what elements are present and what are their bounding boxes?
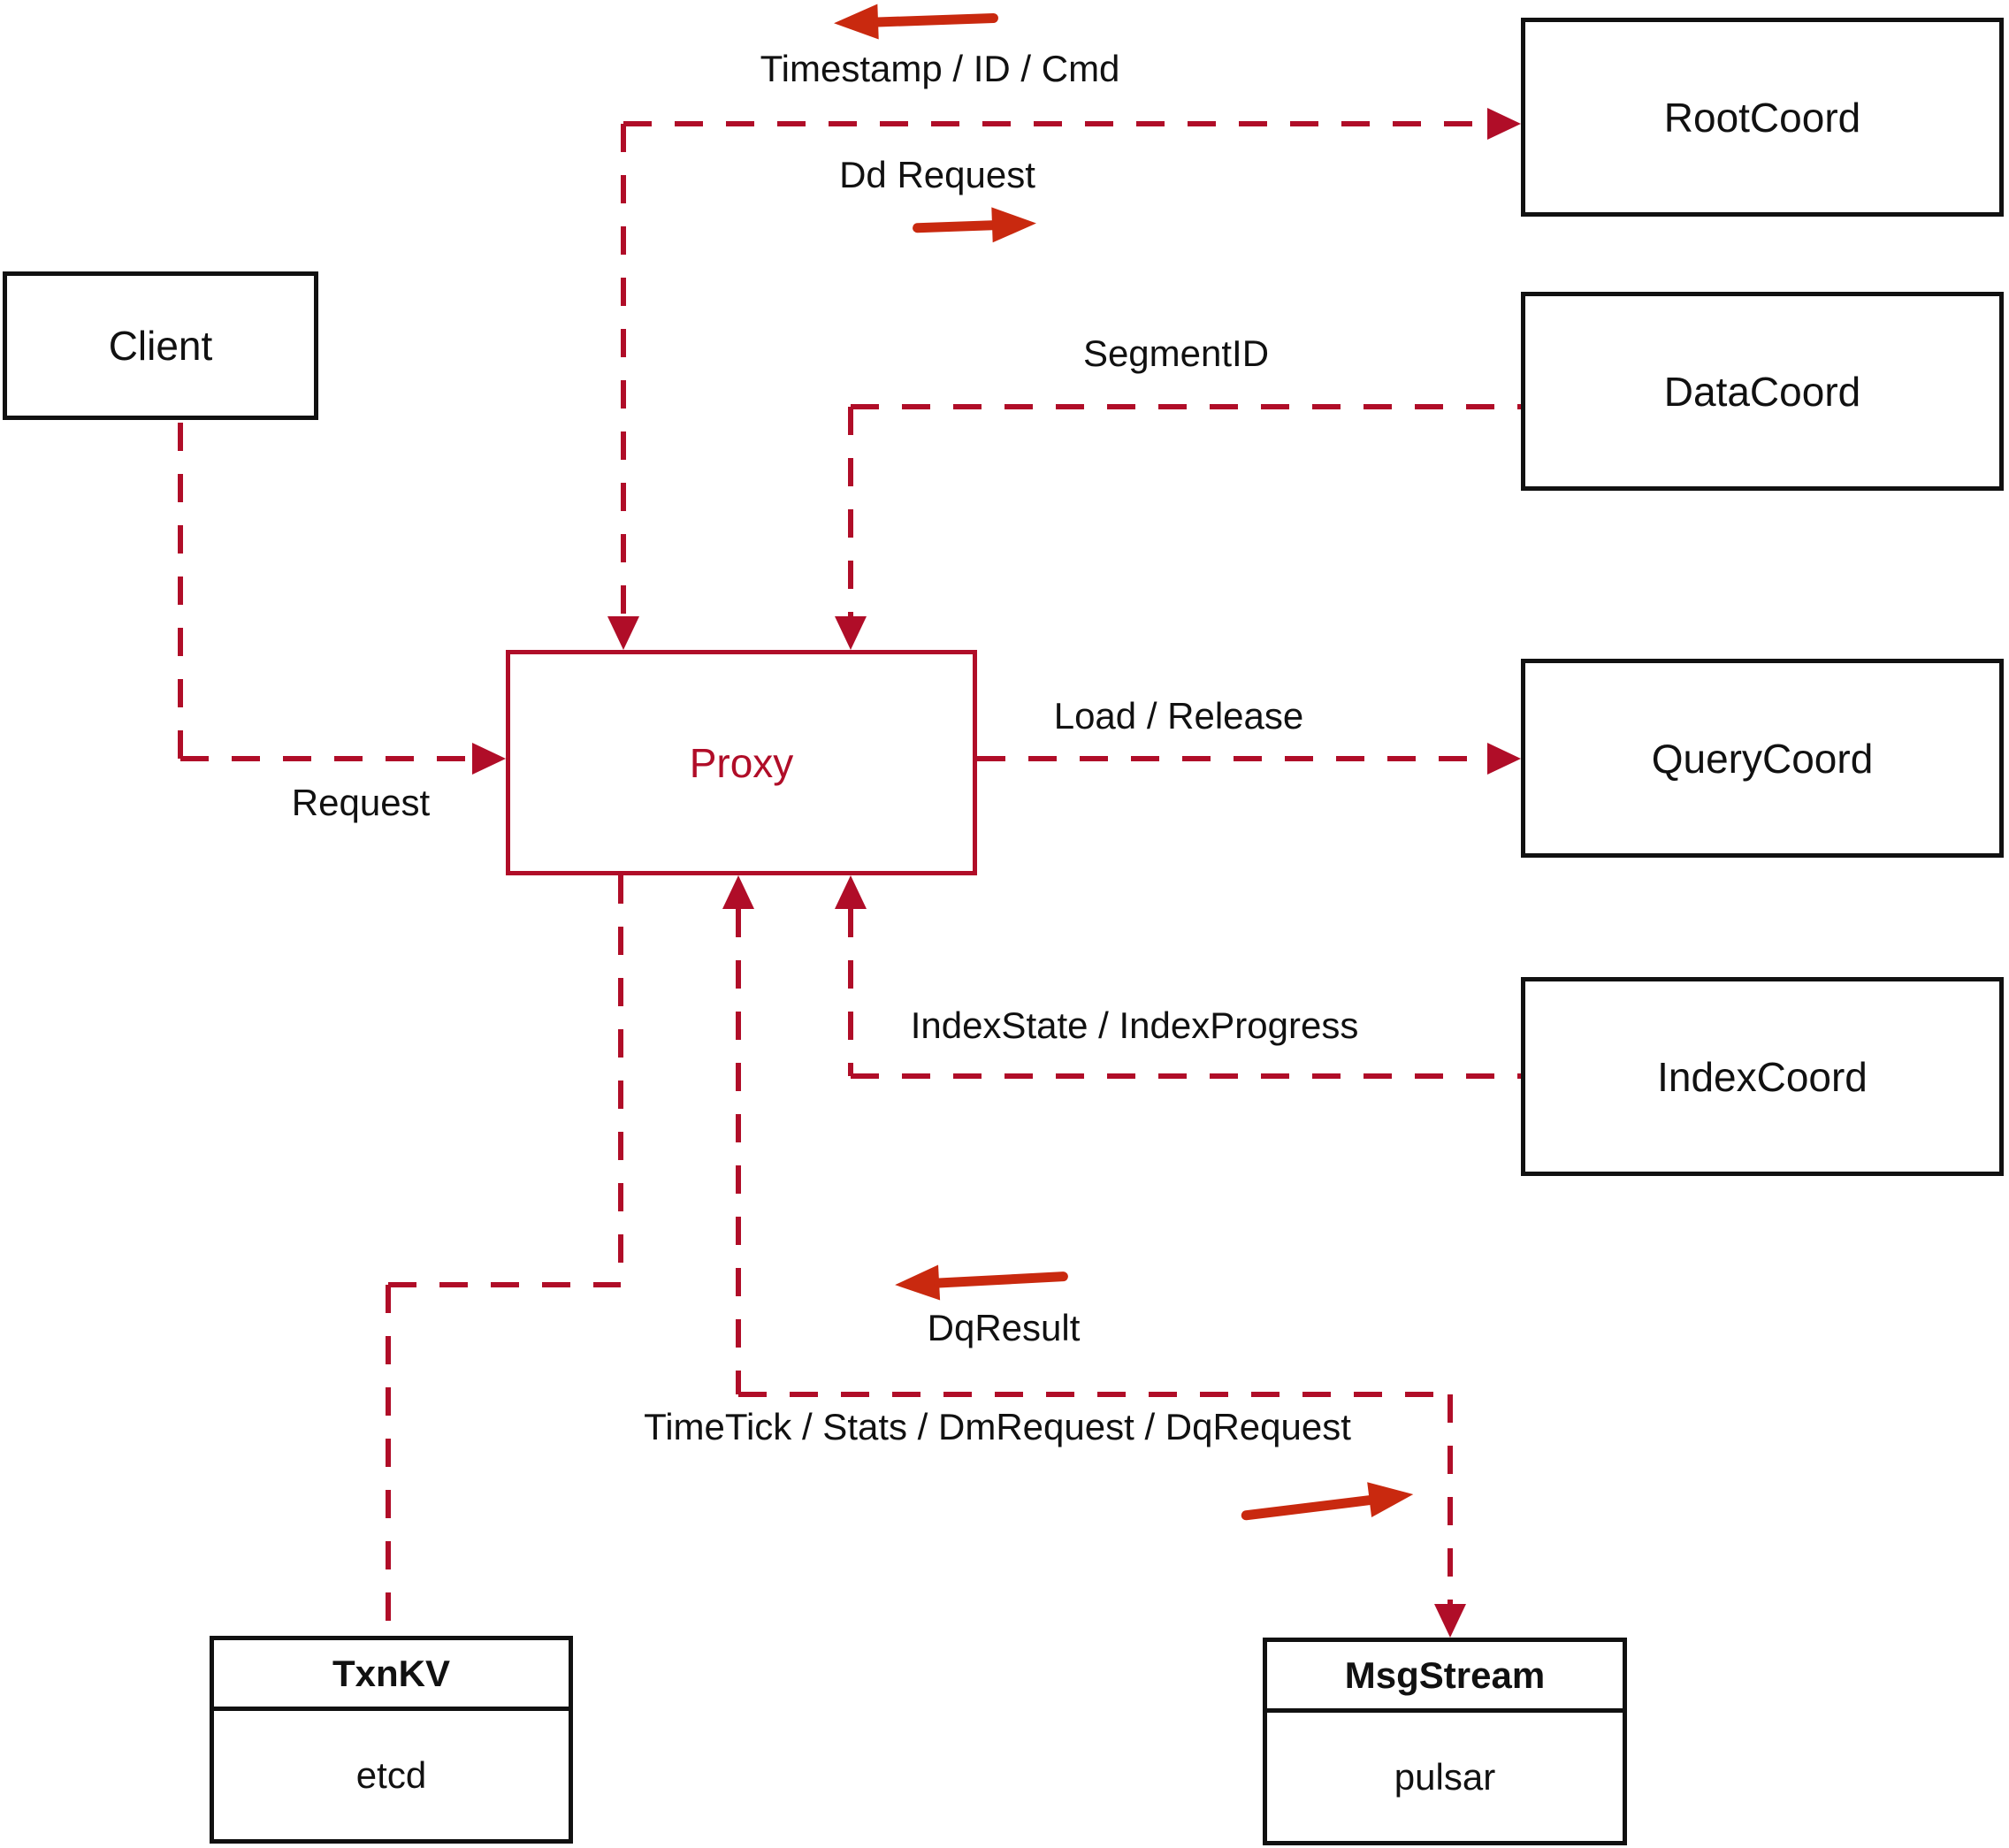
edge-datacoord-proxy-horizontal [851, 404, 1521, 409]
node-proxy: Proxy [506, 650, 977, 875]
txnkv-title: TxnKV [214, 1640, 569, 1711]
edge-label-segment-id: SegmentID [1082, 332, 1270, 374]
edge-indexcoord-proxy-vertical [848, 909, 853, 1076]
edge-datacoord-proxy-vertical [848, 407, 853, 616]
node-proxy-label: Proxy [689, 739, 794, 786]
node-indexcoord: IndexCoord [1521, 977, 2004, 1176]
edge-indexcoord-proxy-horizontal [851, 1073, 1521, 1079]
edge-proxy-txnkv-vertical-upper [618, 875, 623, 1285]
edge-proxy-msgstream-vertical-lower [1448, 1394, 1453, 1604]
edge-proxy-msgstream-horizontal [738, 1392, 1450, 1397]
edge-client-proxy-vertical [178, 423, 183, 759]
edge-label-dd-request: Dd Request [839, 154, 1035, 195]
node-indexcoord-label: IndexCoord [1657, 1053, 1868, 1100]
node-txnkv: TxnKV etcd [210, 1636, 573, 1844]
edge-proxy-txnkv-horizontal [388, 1282, 621, 1287]
node-datacoord-label: DataCoord [1663, 368, 1861, 415]
edge-proxy-txnkv-vertical-lower [386, 1285, 391, 1636]
arrowhead-rootcoord-into-proxy-icon [607, 616, 639, 650]
edge-label-timetick: TimeTick / Stats / DmRequest / DqRequest [644, 1406, 1351, 1447]
msgstream-impl: pulsar [1394, 1755, 1496, 1798]
arrowhead-into-rootcoord-icon [1487, 108, 1521, 140]
node-client: Client [3, 271, 318, 420]
edge-client-proxy-horizontal [180, 756, 474, 761]
edge-label-request: Request [291, 782, 431, 823]
edge-proxy-querycoord [977, 756, 1489, 761]
arrowhead-datacoord-into-proxy-icon [835, 616, 867, 650]
node-querycoord: QueryCoord [1521, 659, 2004, 858]
arrowhead-msgstream-into-proxy-icon [722, 875, 754, 909]
node-msgstream: MsgStream pulsar [1263, 1638, 1627, 1845]
arrowhead-into-msgstream-icon [1434, 1604, 1466, 1638]
arrowhead-client-into-proxy-icon [472, 743, 506, 775]
node-datacoord: DataCoord [1521, 292, 2004, 491]
arrow-right-indicator-dd-request-icon [912, 205, 1037, 246]
arrow-left-indicator-dq-result-icon [894, 1258, 1069, 1303]
edge-label-load-release: Load / Release [1053, 695, 1304, 737]
edge-proxy-rootcoord-vertical [621, 124, 626, 616]
node-rootcoord: RootCoord [1521, 18, 2004, 217]
node-querycoord-label: QueryCoord [1651, 735, 1874, 782]
arrowhead-indexcoord-into-proxy-icon [835, 875, 867, 909]
edge-label-timestamp-id-cmd: Timestamp / ID / Cmd [760, 48, 1120, 89]
msgstream-title: MsgStream [1267, 1642, 1623, 1713]
edge-proxy-msgstream-vertical-upper [736, 909, 741, 1394]
edge-proxy-rootcoord-horizontal [623, 121, 1489, 126]
arrowhead-into-querycoord-icon [1487, 743, 1521, 775]
edge-label-dq-result: DqResult [927, 1307, 1081, 1348]
arrow-left-indicator-timestamp-icon [833, 0, 999, 42]
edge-label-index-state: IndexState / IndexProgress [910, 1004, 1359, 1046]
node-client-label: Client [108, 323, 213, 369]
txnkv-impl: etcd [355, 1753, 427, 1796]
arrow-right-indicator-timetick-icon [1239, 1477, 1416, 1533]
node-rootcoord-label: RootCoord [1663, 94, 1861, 141]
